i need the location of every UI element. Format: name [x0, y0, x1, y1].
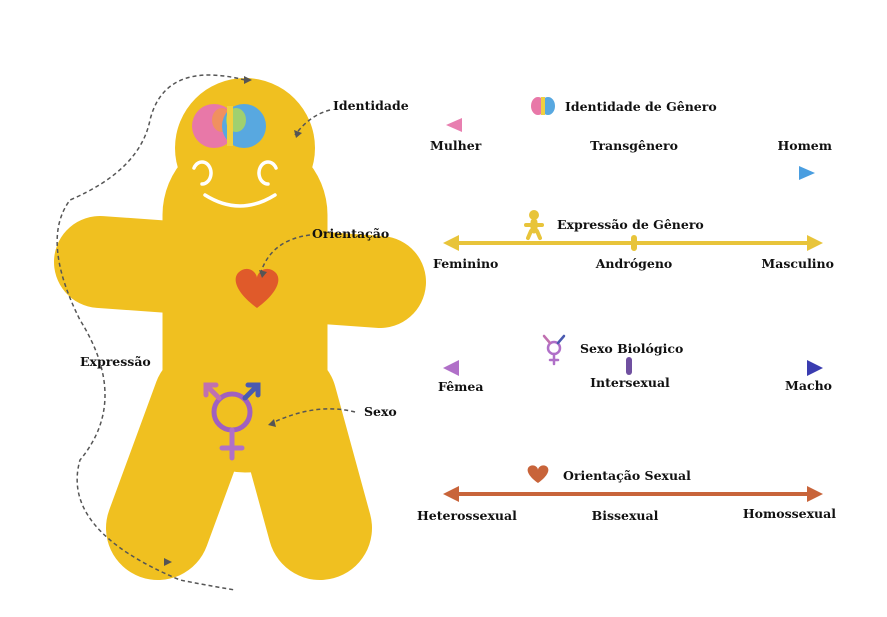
scale-gender-expression: Expressão de Gênero Feminino Andrógeno M…: [433, 210, 834, 271]
brain-icon: [192, 104, 266, 148]
scale-right-label: Homem: [777, 138, 832, 153]
person-icon: [524, 210, 544, 240]
heart-icon: [235, 268, 279, 308]
scale-title: Sexo Biológico: [580, 341, 683, 356]
scale-title: Identidade de Gênero: [565, 99, 717, 114]
scale-title: Orientação Sexual: [563, 468, 691, 483]
identity-connector: [294, 109, 331, 136]
expression-label: Expressão: [80, 354, 151, 369]
scale-midpoint-marker: [631, 235, 637, 251]
smile: [203, 193, 277, 208]
intersex-symbol-icon: [542, 334, 566, 366]
scale-left-label: Fêmea: [438, 379, 483, 394]
scale-biological-sex: Sexo Biológico Fêmea Intersexual Macho: [438, 334, 832, 394]
dashed-connectors: [56, 74, 356, 591]
right-eye: [257, 160, 278, 186]
scale-midpoint-marker: [626, 357, 632, 375]
sex-connector: [269, 408, 356, 425]
scale-right-label: Homossexual: [743, 506, 836, 521]
expression-connector: [56, 74, 246, 591]
face: [192, 160, 278, 208]
scale-gender-identity: Identidade de Gênero Mulher Transgênero …: [430, 97, 832, 180]
sex-label: Sexo: [364, 404, 397, 419]
orientation-connector: [259, 234, 311, 276]
scale-middle-label: Transgênero: [590, 138, 678, 153]
scale-right-label: Masculino: [761, 256, 834, 271]
scale-sexual-orientation: Orientação Sexual Heterossexual Bissexua…: [417, 465, 836, 523]
scale-middle-label: Andrógeno: [595, 256, 673, 271]
scale-title: Expressão de Gênero: [557, 217, 704, 232]
orientation-label: Orientação: [312, 226, 389, 241]
heart-icon: [527, 465, 549, 483]
scale-right-label: Macho: [785, 378, 832, 393]
scale-left-label: Feminino: [433, 256, 498, 271]
scale-left-label: Heterossexual: [417, 508, 517, 523]
left-eye: [192, 160, 213, 186]
identity-label: Identidade: [333, 98, 409, 113]
scale-middle-label: Bissexual: [592, 508, 659, 523]
intersex-symbol-icon: [203, 382, 261, 461]
scale-middle-label: Intersexual: [590, 375, 670, 390]
brain-icon: [531, 97, 555, 115]
scale-left-label: Mulher: [430, 138, 482, 153]
